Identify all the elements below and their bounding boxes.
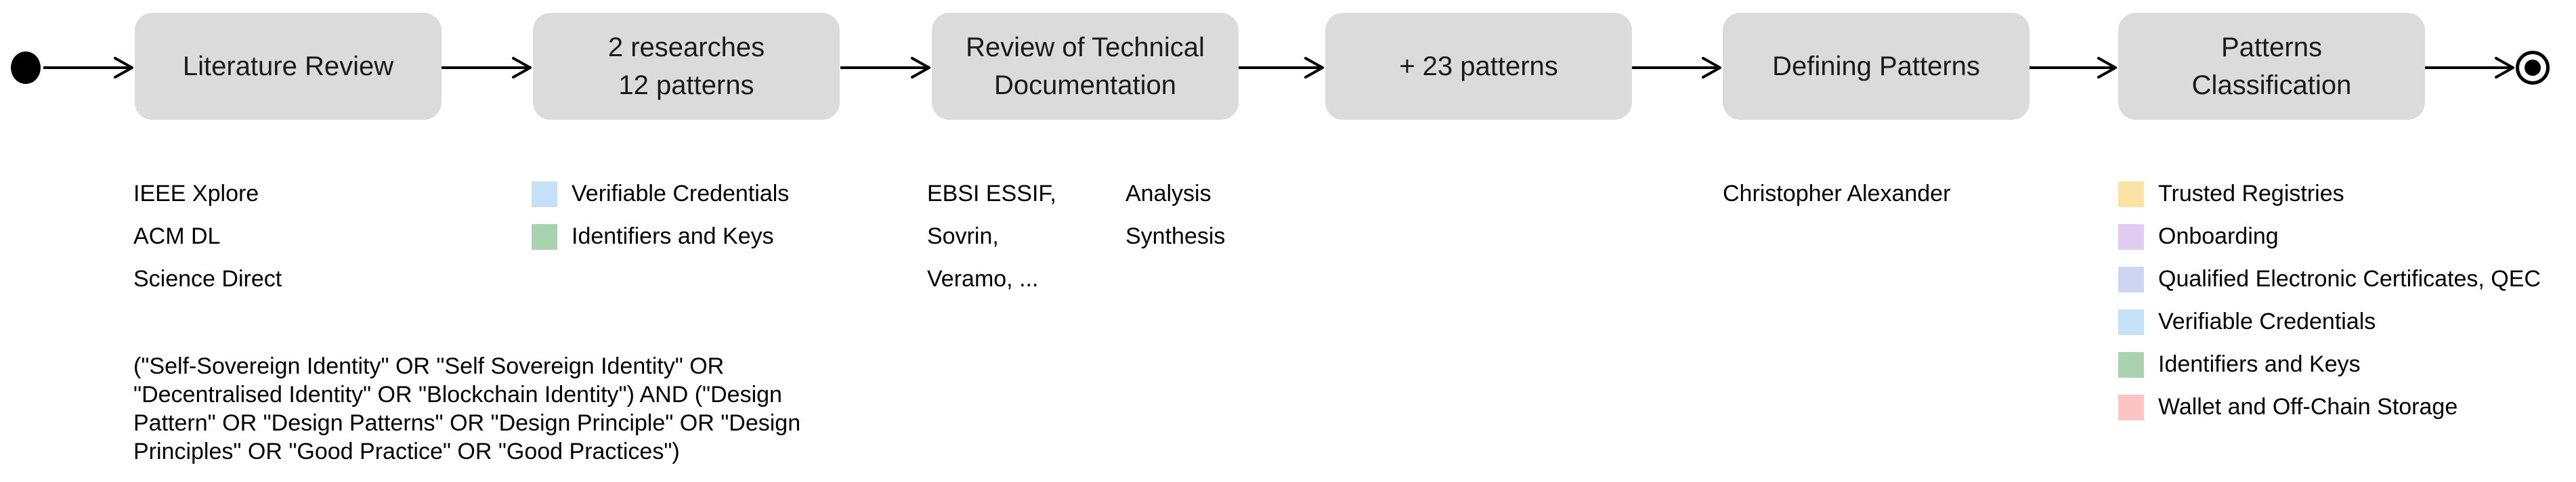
flow-arrow-icon	[43, 53, 134, 83]
legend-label: Onboarding	[2158, 223, 2279, 249]
activity-item: Analysis	[1125, 181, 1211, 206]
flow-arrow-icon	[441, 53, 532, 83]
legend-label: Identifiers and Keys	[2158, 351, 2361, 377]
legend-label: Qualified Electronic Certificates, QEC	[2158, 266, 2541, 292]
legend-label: Verifiable Credentials	[572, 181, 790, 206]
researches-patterns-legend: Verifiable Credentials Identifiers and K…	[532, 173, 789, 258]
flow-arrow-icon	[840, 53, 931, 83]
legend-swatch-identifiers-and-keys	[532, 223, 557, 250]
legend-item: Onboarding	[2118, 215, 2541, 258]
legend-item: Trusted Registries	[2118, 173, 2541, 215]
flow-step-literature-review: Literature Review	[135, 13, 442, 120]
source-item: Sovrin,	[927, 223, 999, 249]
start-node-icon	[11, 51, 41, 84]
legend-label: Identifiers and Keys	[572, 223, 774, 249]
legend-label: Trusted Registries	[2158, 181, 2344, 206]
legend-swatch-trusted-registries	[2118, 181, 2144, 207]
flow-arrow-icon	[1233, 53, 1325, 83]
end-node-dot	[2525, 60, 2541, 76]
legend-label: Verifiable Credentials	[2158, 309, 2376, 334]
end-node-icon	[2516, 51, 2550, 85]
technical-documentation-activities: Analysis Synthesis	[1125, 173, 1225, 258]
legend-item: Verifiable Credentials	[2118, 301, 2541, 343]
flow-step-review-of-technical-documentation: Review of Technical Documentation	[932, 13, 1239, 120]
legend-swatch-onboarding	[2118, 223, 2144, 250]
patterns-classification-legend: Trusted Registries Onboarding Qualified …	[2118, 173, 2541, 429]
source-item: EBSI ESSIF,	[927, 181, 1056, 206]
legend-item: Qualified Electronic Certificates, QEC	[2118, 258, 2541, 301]
legend-swatch-qualified-electronic-certificates	[2118, 266, 2144, 292]
legend-item: Verifiable Credentials	[532, 173, 789, 215]
reference-author: Christopher Alexander	[1723, 181, 1951, 206]
flow-step-2-researches-12-patterns: 2 researches 12 patterns	[533, 13, 840, 120]
flow-step-defining-patterns: Defining Patterns	[1723, 13, 2030, 120]
flow-arrow-icon	[2424, 53, 2515, 83]
database-item: Science Direct	[133, 266, 282, 292]
legend-item: Identifiers and Keys	[532, 215, 789, 258]
flow-arrow-icon	[1631, 53, 1722, 83]
flow-step-patterns-classification: Patterns Classification	[2118, 13, 2425, 120]
search-query-text: ("Self-Sovereign Identity" OR "Self Sove…	[133, 353, 801, 464]
legend-swatch-verifiable-credentials	[532, 181, 557, 207]
activity-item: Synthesis	[1125, 223, 1226, 249]
database-item: ACM DL	[133, 223, 221, 249]
source-item: Veramo, ...	[927, 266, 1039, 292]
defining-patterns-reference: Christopher Alexander	[1723, 173, 1950, 215]
legend-swatch-wallet-and-off-chain-storage	[2118, 394, 2144, 420]
flow-step-plus-23-patterns: + 23 patterns	[1325, 13, 1632, 120]
flow-arrow-icon	[2026, 53, 2118, 83]
legend-swatch-identifiers-and-keys	[2118, 351, 2144, 378]
technical-documentation-sources: EBSI ESSIF, Sovrin, Veramo, ...	[927, 173, 1056, 301]
database-item: IEEE Xplore	[133, 181, 259, 206]
legend-item: Identifiers and Keys	[2118, 343, 2541, 386]
literature-review-databases: IEEE Xplore ACM DL Science Direct	[133, 173, 282, 301]
legend-label: Wallet and Off-Chain Storage	[2158, 394, 2458, 420]
legend-item: Wallet and Off-Chain Storage	[2118, 386, 2541, 429]
legend-swatch-verifiable-credentials	[2118, 309, 2144, 335]
